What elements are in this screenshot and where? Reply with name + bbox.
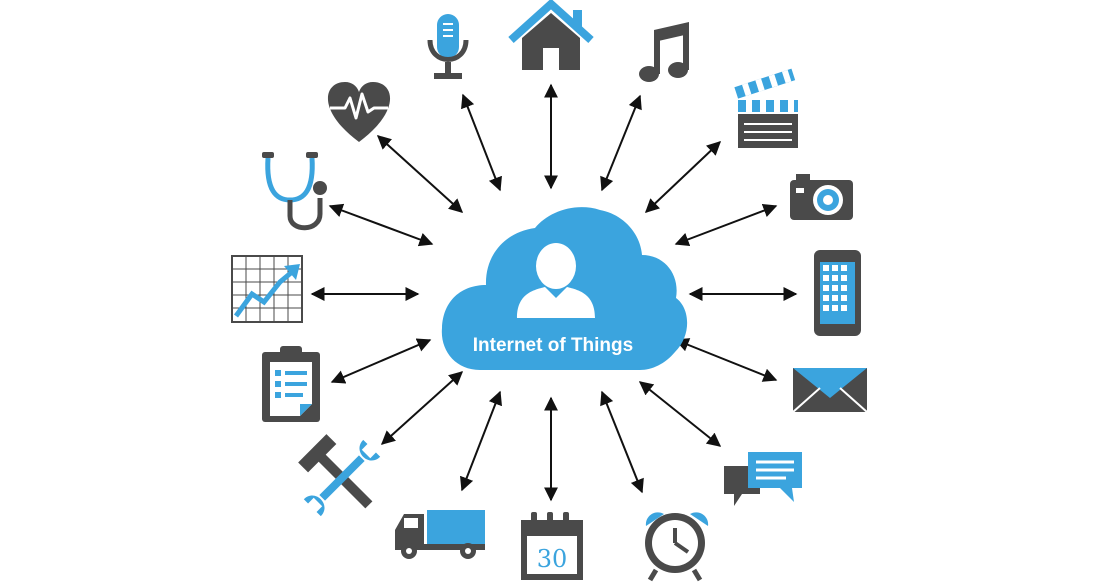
arrow-clipboard-checklist	[330, 338, 432, 384]
home-icon	[508, 0, 594, 70]
clapperboard-icon	[734, 68, 798, 148]
music-note-icon	[639, 22, 689, 82]
arrow-alarm-clock	[600, 390, 644, 494]
cloud-shape	[441, 207, 688, 370]
device-icons: 30	[231, 0, 868, 582]
connection-arrows	[310, 83, 798, 502]
arrow-clapperboard	[644, 141, 722, 213]
growth-chart-icon	[231, 255, 303, 323]
clipboard-checklist-icon	[262, 346, 320, 422]
alarm-clock-icon	[645, 512, 709, 582]
smartphone-icon	[814, 250, 861, 336]
delivery-truck-icon	[395, 510, 485, 559]
heart-rate-icon	[327, 82, 391, 142]
microphone-icon	[427, 14, 469, 79]
calendar-icon: 30	[521, 512, 583, 580]
arrow-stethoscope	[328, 203, 434, 247]
user-icon	[517, 243, 595, 318]
arrow-chat-bubbles	[638, 381, 722, 447]
tools-icon	[298, 434, 381, 517]
arrow-tools	[380, 371, 464, 445]
chat-bubbles-icon	[724, 452, 802, 506]
arrow-heart-rate	[376, 135, 464, 213]
arrow-microphone	[461, 93, 502, 192]
calendar-day-label: 30	[537, 545, 568, 573]
page-title: Internet of Things	[473, 335, 633, 356]
camera-icon	[790, 174, 853, 220]
arrow-music-note	[600, 94, 642, 192]
arrow-envelope	[674, 338, 778, 382]
arrow-camera	[674, 203, 778, 247]
arrow-delivery-truck	[460, 390, 502, 492]
envelope-icon	[792, 368, 868, 413]
cloud-hub: Internet of Things	[441, 207, 688, 370]
stethoscope-icon	[262, 152, 327, 231]
